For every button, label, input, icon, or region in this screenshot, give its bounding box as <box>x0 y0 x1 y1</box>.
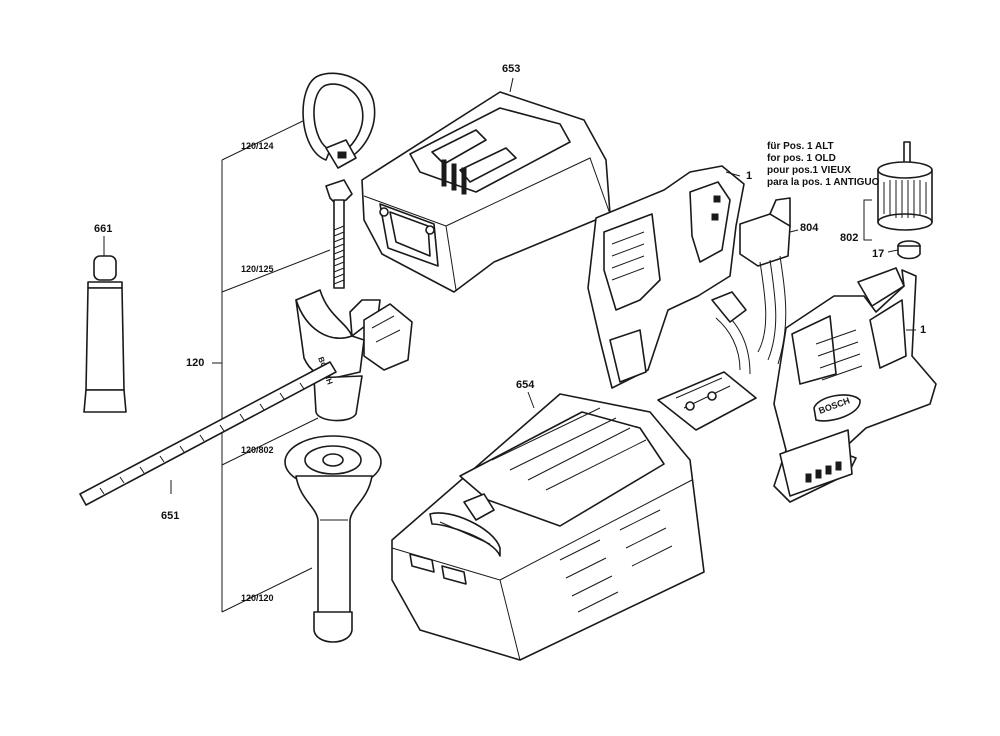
note-de: für Pos. 1 ALT <box>767 141 834 152</box>
label-653: 653 <box>502 63 521 75</box>
depth-rod <box>79 361 337 506</box>
old-housing-note: für Pos. 1 ALT for pos. 1 OLD pour pos.1… <box>767 141 879 189</box>
label-804: 804 <box>800 222 819 234</box>
label-120: 120 <box>186 357 205 369</box>
label-120-125: 120/125 <box>241 264 274 274</box>
note-es: para la pos. 1 ANTIGUO <box>767 177 880 188</box>
label-120-124: 120/124 <box>241 141 274 151</box>
label-661: 661 <box>94 223 113 235</box>
clamp-bolt <box>325 179 353 289</box>
motor <box>863 141 933 241</box>
side-handle-head: BOSCH <box>295 289 413 422</box>
label-1-top: 1 <box>746 170 753 182</box>
label-654: 654 <box>516 379 535 391</box>
assembly-120-bracket <box>212 119 331 613</box>
switch-and-wiring <box>657 197 791 431</box>
label-120-802: 120/802 <box>241 445 274 455</box>
clamp-band <box>302 72 376 169</box>
side-handle-grip <box>284 435 382 643</box>
label-120-120: 120/120 <box>241 593 274 603</box>
label-802: 802 <box>840 232 859 244</box>
note-fr: pour pos.1 VIEUX <box>767 165 851 176</box>
battery-pack <box>361 91 611 293</box>
label-1-right: 1 <box>920 324 927 336</box>
label-651: 651 <box>161 510 180 522</box>
spacer-ring-17 <box>897 240 921 260</box>
housing-shell-right: BOSCH <box>773 267 937 503</box>
label-17: 17 <box>872 248 885 260</box>
leader-lines <box>103 77 916 494</box>
grease-tube <box>83 255 127 413</box>
battery-charger <box>391 393 705 661</box>
note-en: for pos. 1 OLD <box>767 153 836 164</box>
housing-shell-left <box>587 165 745 389</box>
